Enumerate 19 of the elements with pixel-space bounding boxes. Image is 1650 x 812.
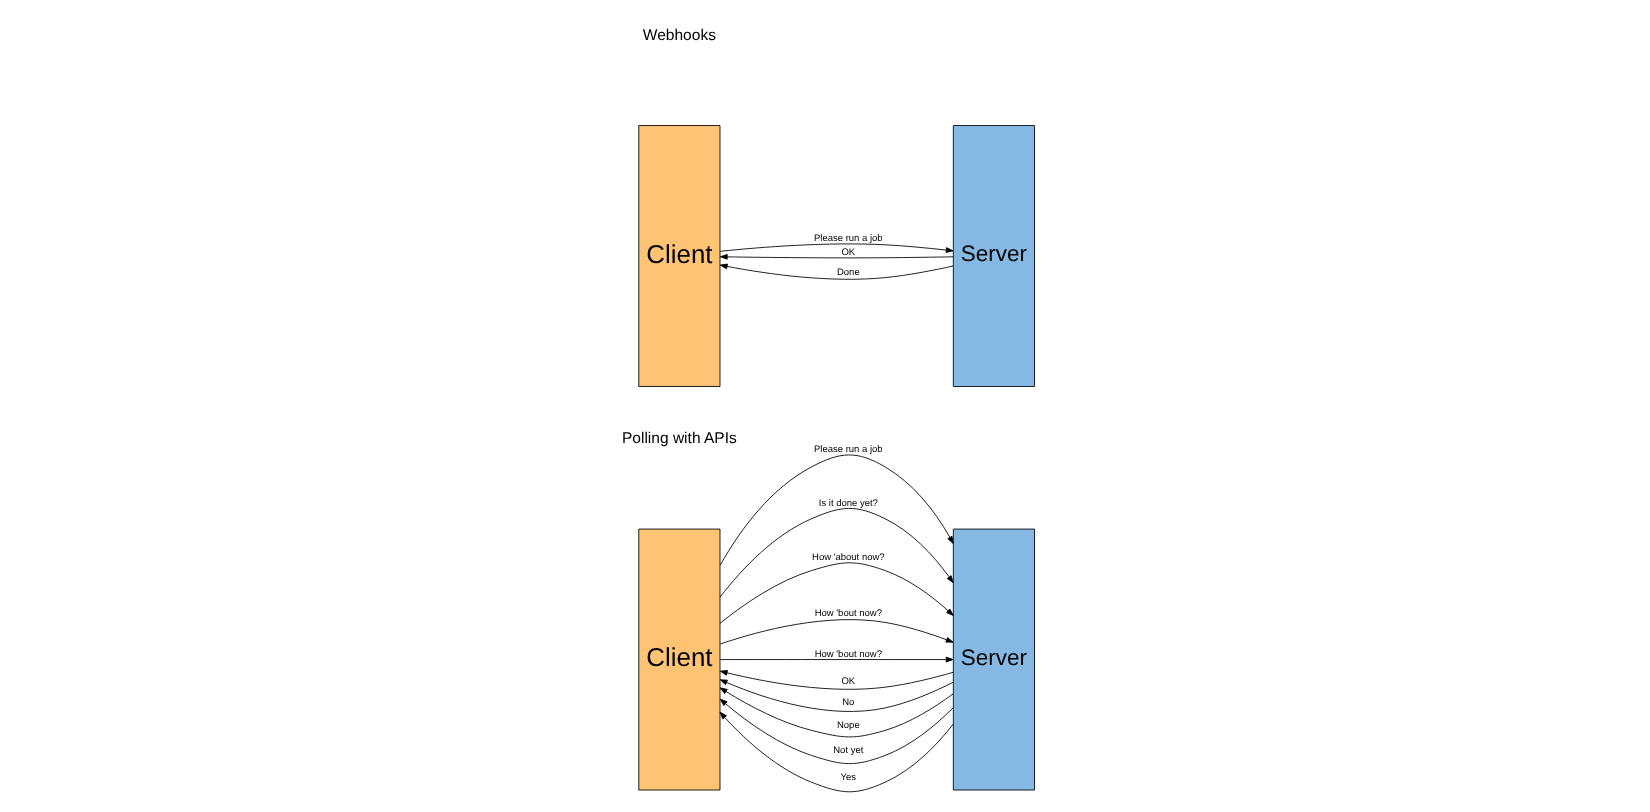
arrow (719, 619, 954, 645)
arrow (719, 698, 954, 765)
label: Polling with APIs (621, 429, 737, 448)
arrow (719, 263, 954, 280)
node-box: Client (638, 125, 721, 387)
arrow (719, 243, 954, 253)
arrow (719, 454, 954, 566)
arrow (719, 508, 954, 598)
arrow (719, 711, 954, 793)
arrow (719, 656, 954, 663)
arrow (719, 679, 954, 712)
arrow (719, 670, 954, 690)
node-box: Server (952, 125, 1035, 387)
arrow (719, 254, 954, 260)
label: Webhooks (642, 25, 716, 44)
node-box: Client (638, 528, 721, 791)
arrow (719, 687, 954, 738)
node-box: Server (952, 528, 1035, 791)
arrow (719, 562, 954, 624)
